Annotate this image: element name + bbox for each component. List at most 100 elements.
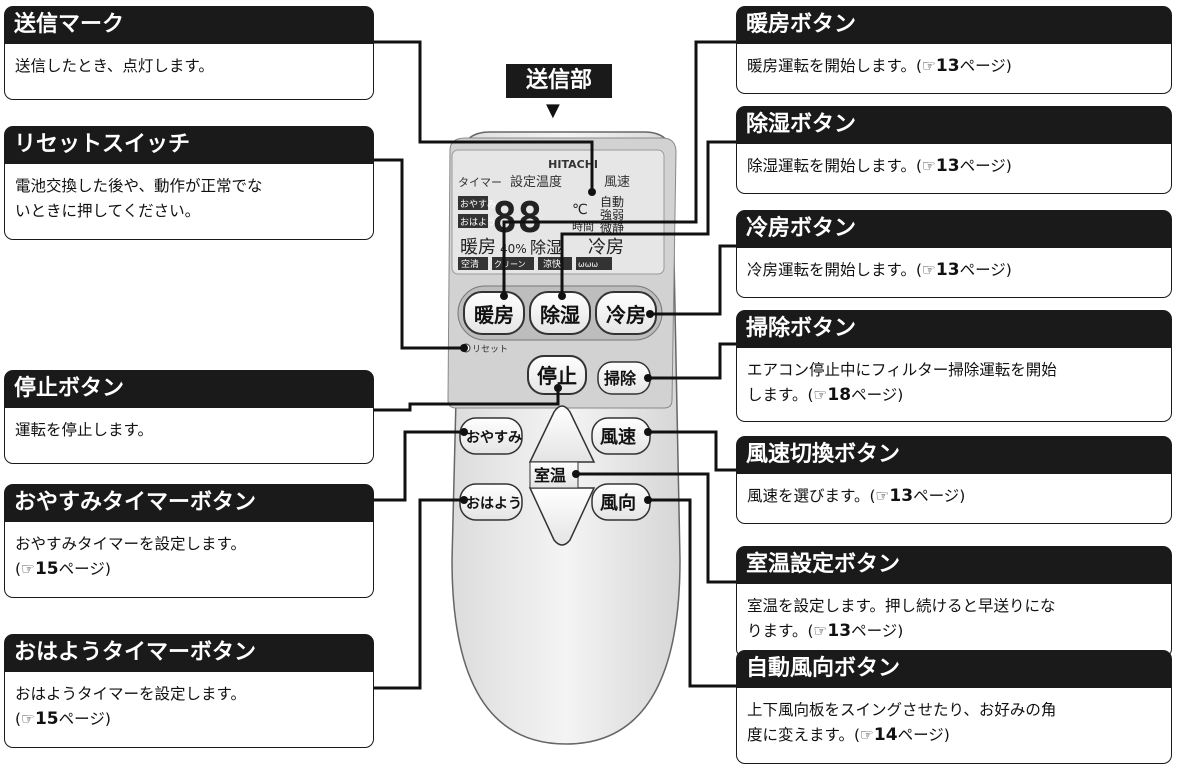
page-reference: (☞15ページ) [15, 559, 111, 579]
lcd-fan-quiet: 微静 [600, 221, 624, 235]
page-reference: 度に変えます。(☞14ページ) [747, 725, 950, 745]
reference-page: 15 [34, 559, 59, 579]
callout-room-temp-button: 室温設定ボタン 室温を設定します。押し続けると早送りにな ります。(☞13ページ… [736, 546, 1172, 658]
callout-body: 運転を停止します。 [15, 421, 153, 439]
reference-page: 15 [34, 709, 59, 729]
room-temp-button[interactable] [529, 461, 579, 489]
reference-page: 14 [873, 725, 898, 745]
temp-down-button[interactable] [528, 487, 596, 546]
heat-button[interactable] [463, 291, 525, 335]
reference-page: 13 [935, 260, 960, 280]
callout-title: おはようタイマーボタン [4, 634, 374, 672]
reference-icon: ☞ [21, 710, 35, 728]
callout-title: 掃除ボタン [736, 310, 1172, 348]
callout-body-line1: おやすみタイマーを設定します。 [15, 535, 246, 553]
callout-body-line2: いときに押してください。 [15, 202, 201, 220]
lcd-tag-2: 涼快 [543, 258, 561, 270]
reference-icon: ☞ [813, 386, 828, 404]
callout-title: 停止ボタン [4, 370, 374, 408]
callout-reset-switch: リセットスイッチ 電池交換した後や、動作が正常でな いときに押してください。 [4, 126, 374, 240]
fan-speed-button-label: 風速 [600, 426, 636, 448]
clean-button-label: 掃除 [604, 369, 637, 388]
heat-button-label: 暖房 [474, 303, 514, 327]
fan-direction-button-label: 風向 [600, 492, 636, 514]
transmitter-label: 送信部 [506, 64, 612, 98]
callout-body: 送信したとき、点灯します。 [15, 57, 214, 75]
page-reference: ります。(☞13ページ) [747, 621, 904, 641]
callout-clean-button: 掃除ボタン エアコン停止中にフィルター掃除運転を開始 します。(☞18ページ) [736, 310, 1172, 422]
lcd-tag-1: クリーン [494, 260, 526, 269]
temp-up-button[interactable] [528, 405, 596, 463]
callout-title: 風速切換ボタン [736, 436, 1172, 474]
callout-title: 送信マーク [4, 6, 374, 44]
callout-title: リセットスイッチ [4, 126, 374, 164]
lcd-unit: ℃ [572, 202, 588, 218]
callout-oyasumi-timer: おやすみタイマーボタン おやすみタイマーを設定します。 (☞15ページ) [4, 484, 374, 598]
transmitter-arrow: ▼ [546, 100, 560, 121]
reference-icon: ☞ [860, 726, 874, 744]
page-reference: 暖房運転を開始します。(☞13ページ) [747, 56, 1012, 76]
cool-button-label: 冷房 [606, 303, 646, 327]
callout-title: 暖房ボタン [736, 6, 1172, 44]
callout-body-line1: エアコン停止中にフィルター掃除運転を開始 [747, 361, 1057, 379]
brand-logo: HITACHI [548, 158, 598, 171]
callout-auto-direction-button: 自動風向ボタン 上下風向板をスイングさせたり、お好みの角 度に変えます。(☞14… [736, 650, 1172, 764]
oyasumi-button-label: おやすみ [466, 430, 522, 446]
reference-icon: ☞ [922, 157, 936, 175]
dehumid-button-label: 除湿 [540, 303, 580, 327]
reference-page: 13 [827, 621, 852, 641]
lcd-mode-cool: 冷房 [588, 237, 624, 258]
reference-page: 13 [935, 156, 960, 176]
room-temp-label: 室温 [534, 466, 566, 485]
reference-icon: ☞ [922, 261, 936, 279]
reference-page: 13 [935, 56, 960, 76]
callout-send-mark: 送信マーク 送信したとき、点灯します。 [4, 6, 374, 100]
reference-icon: ☞ [922, 57, 936, 75]
lcd-fan-strong: 強弱 [600, 208, 624, 222]
reference-icon: ☞ [875, 487, 890, 505]
ohayou-button[interactable] [459, 483, 523, 521]
callout-body-line1: おはようタイマーを設定します。 [15, 685, 246, 703]
lcd-fan-auto: 自動 [600, 195, 624, 209]
callout-stop-button: 停止ボタン 運転を停止します。 [4, 370, 374, 464]
lcd-mode-heat: 暖房 [460, 237, 496, 258]
reference-icon: ☞ [21, 560, 35, 578]
dehumid-button[interactable] [529, 291, 591, 335]
callout-body-line1: 上下風向板をスイングさせたり、お好みの角 [747, 701, 1057, 719]
page-reference: (☞15ページ) [15, 709, 111, 729]
callout-title: おやすみタイマーボタン [4, 484, 374, 522]
page-reference: します。(☞18ページ) [747, 385, 904, 405]
callout-ohayou-timer: おはようタイマーボタン おはようタイマーを設定します。 (☞15ページ) [4, 634, 374, 748]
page-reference: 除湿運転を開始します。(☞13ページ) [747, 156, 1012, 176]
callout-fan-speed-button: 風速切換ボタン 風速を選びます。(☞13ページ) [736, 436, 1172, 524]
oyasumi-button[interactable] [459, 417, 523, 455]
callout-title: 室温設定ボタン [736, 546, 1172, 584]
lcd-tag-3: ωωω [578, 260, 598, 269]
reset-switch-label: リセット [472, 344, 508, 355]
lcd-ohayou-tag: おはよう [460, 217, 496, 228]
lcd-mode-dehumid: 除湿 [530, 238, 562, 257]
fan-speed-button[interactable] [591, 417, 651, 455]
callout-body-line1: 室温を設定します。押し続けると早送りにな [747, 597, 1056, 615]
callout-dehumid-button: 除湿ボタン 除湿運転を開始します。(☞13ページ) [736, 106, 1172, 194]
reference-page: 13 [889, 486, 914, 506]
reference-page: 18 [827, 385, 852, 405]
callout-cool-button: 冷房ボタン 冷房運転を開始します。(☞13ページ) [736, 210, 1172, 298]
callout-heat-button: 暖房ボタン 暖房運転を開始します。(☞13ページ) [736, 6, 1172, 94]
lcd-fanspeed-label: 風速 [604, 175, 630, 190]
lcd-mode-humidity: 40% [500, 242, 527, 256]
callout-title: 除湿ボタン [736, 106, 1172, 144]
reference-icon: ☞ [813, 622, 828, 640]
page-reference: 風速を選びます。(☞13ページ) [747, 486, 966, 506]
callout-title: 冷房ボタン [736, 210, 1172, 248]
lcd-timer-label: タイマー [458, 176, 502, 189]
ohayou-button-label: おはよう [466, 496, 522, 512]
callout-body-line1: 電池交換した後や、動作が正常でな [15, 177, 263, 195]
lcd-digits: 88 [492, 193, 543, 242]
stop-button-label: 停止 [537, 364, 577, 388]
callout-title: 自動風向ボタン [736, 650, 1172, 688]
lcd-settemp-label: 設定温度 [510, 174, 562, 190]
page-reference: 冷房運転を開始します。(☞13ページ) [747, 260, 1012, 280]
